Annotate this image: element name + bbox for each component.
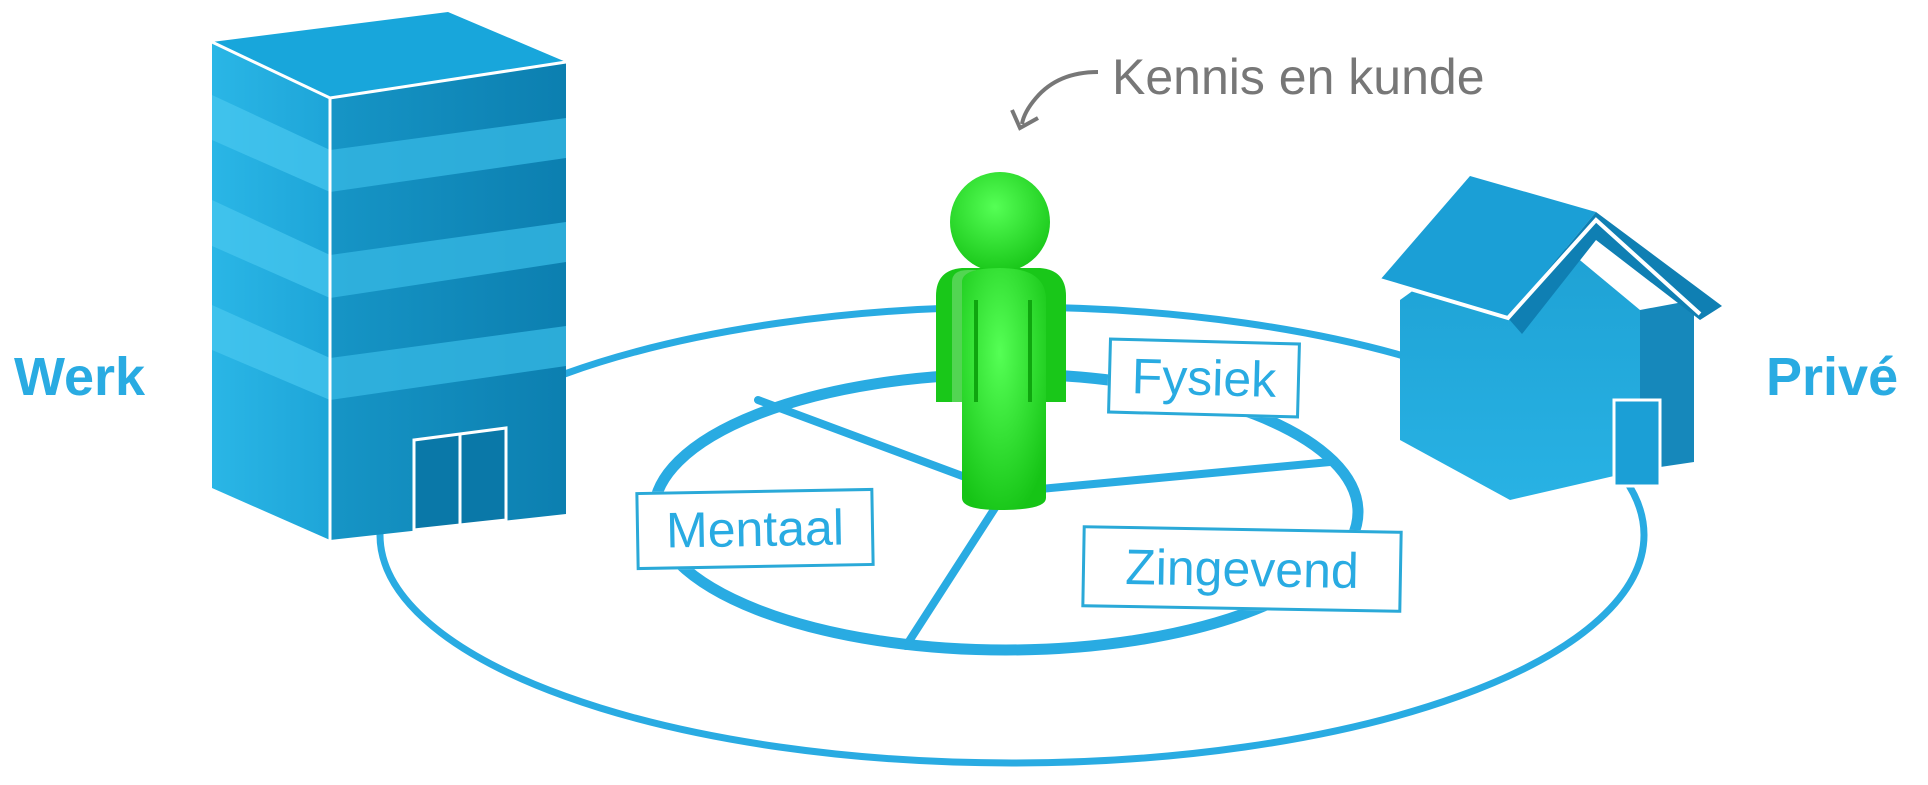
segment-label-meaning: Zingevend xyxy=(1081,525,1403,613)
house-icon xyxy=(1379,176,1722,500)
office-building-icon xyxy=(211,12,567,540)
curved-arrow-icon xyxy=(1020,70,1099,125)
segment-label-mental: Mentaal xyxy=(635,487,875,571)
label-private: Privé xyxy=(1766,347,1899,407)
building-door xyxy=(412,426,508,532)
divider-bottom xyxy=(902,490,1008,650)
ring-dividers xyxy=(754,396,1334,650)
house-door xyxy=(1612,398,1662,488)
person-icon xyxy=(936,172,1066,510)
note-knowledge: Kennis en kunde xyxy=(1112,49,1485,105)
divider-upper-left xyxy=(754,396,1004,494)
segment-label-physical: Fysiek xyxy=(1107,337,1301,419)
arrow-head xyxy=(1010,109,1039,131)
label-work: Werk xyxy=(14,347,146,407)
divider-right xyxy=(1004,458,1334,496)
